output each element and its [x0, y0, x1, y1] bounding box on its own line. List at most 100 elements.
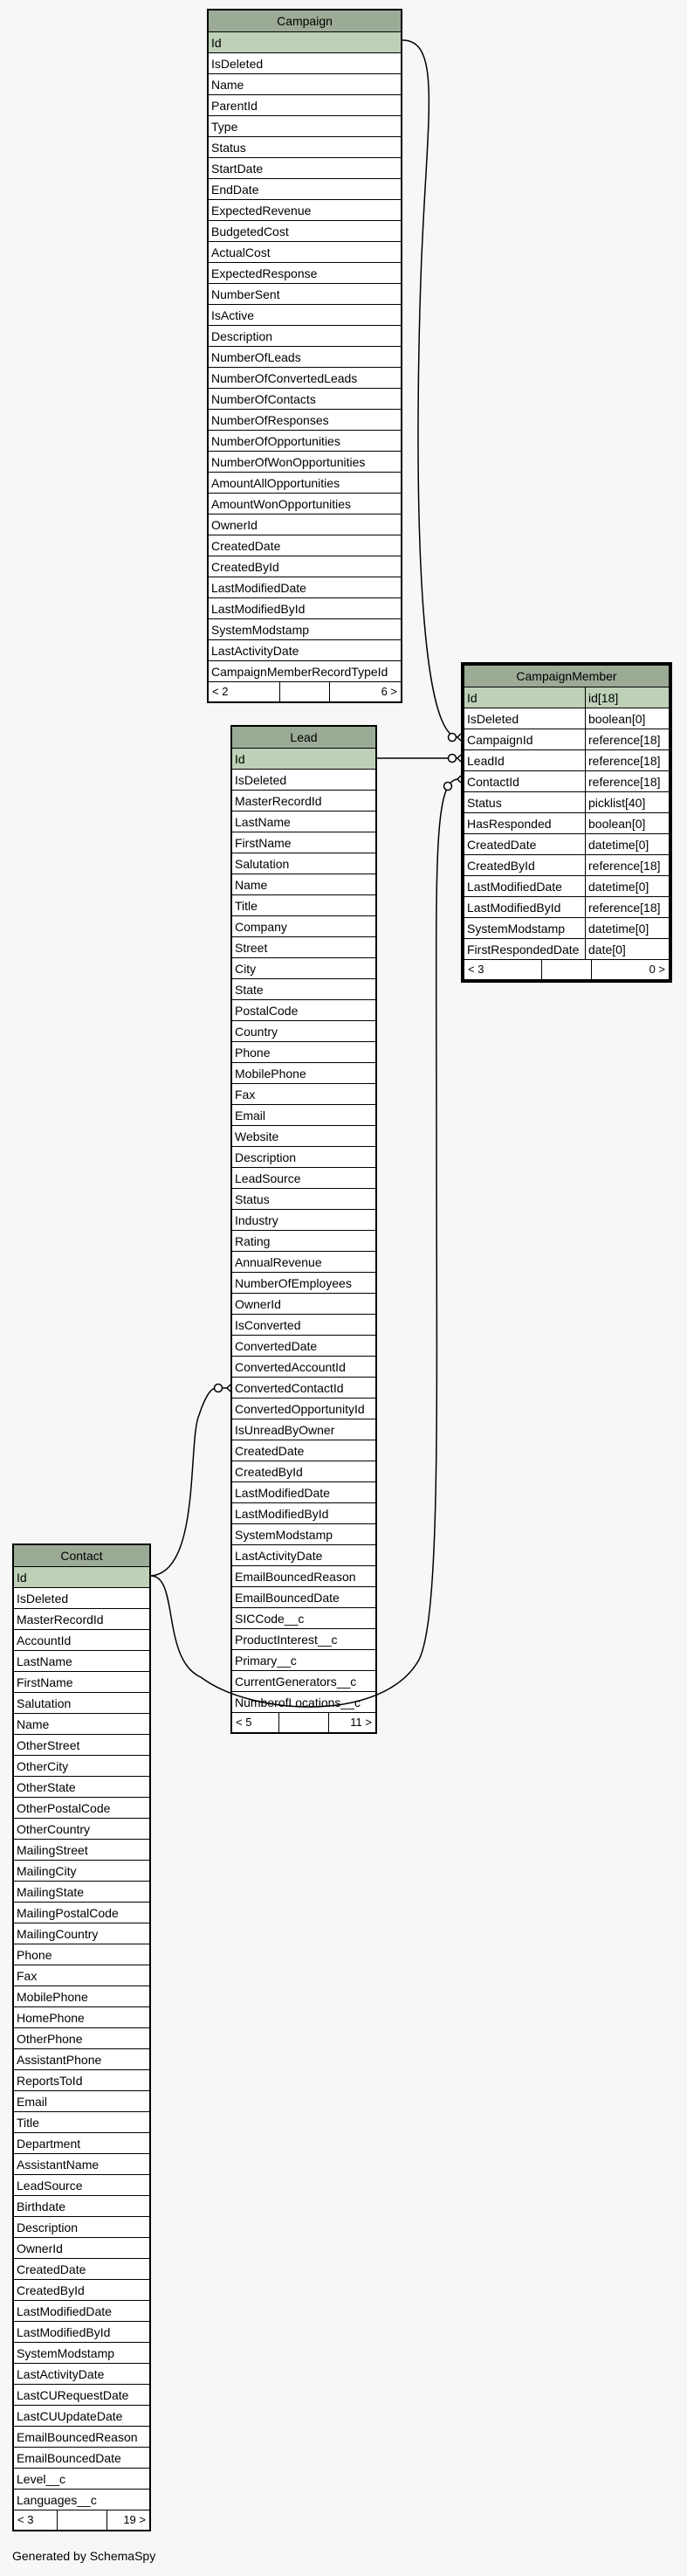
column-row[interactable]: CreatedById — [14, 2280, 149, 2301]
column-row[interactable]: NumberOfWonOpportunities — [209, 452, 401, 473]
column-row[interactable]: LastActivityDate — [14, 2364, 149, 2385]
column-row[interactable]: MailingCountry — [14, 1923, 149, 1944]
column-row[interactable]: Description — [232, 1147, 375, 1168]
column-row[interactable]: Description — [209, 326, 401, 347]
column-row[interactable]: Email — [14, 2091, 149, 2112]
column-row[interactable]: MailingStreet — [14, 1840, 149, 1861]
column-row[interactable]: EmailBouncedDate — [14, 2448, 149, 2469]
column-row[interactable]: MobilePhone — [14, 1986, 149, 2007]
column-row[interactable]: ExpectedResponse — [209, 263, 401, 284]
column-row[interactable]: CampaignMemberRecordTypeId — [209, 661, 401, 682]
column-row[interactable]: LeadSource — [14, 2175, 149, 2196]
column-row[interactable]: OtherStreet — [14, 1735, 149, 1756]
column-row[interactable]: NumberOfOpportunities — [209, 431, 401, 452]
column-row[interactable]: AmountAllOpportunities — [209, 473, 401, 494]
column-row[interactable]: NumberSent — [209, 284, 401, 305]
column-row[interactable]: Industry — [232, 1210, 375, 1231]
column-row[interactable]: LeadSource — [232, 1168, 375, 1189]
column-row[interactable]: OtherPostalCode — [14, 1798, 149, 1819]
column-row[interactable]: AccountId — [14, 1630, 149, 1651]
parent-count-link[interactable]: < 2 — [212, 685, 229, 698]
column-row[interactable]: FirstName — [232, 832, 375, 853]
child-count-link[interactable]: 0 > — [649, 963, 665, 976]
column-row[interactable]: Status — [232, 1189, 375, 1210]
column-row[interactable]: Languages__c — [14, 2490, 149, 2510]
column-row[interactable]: AssistantPhone — [14, 2049, 149, 2070]
column-row[interactable]: FirstName — [14, 1672, 149, 1693]
column-row[interactable]: Phone — [14, 1944, 149, 1965]
column-row[interactable]: Id — [14, 1567, 149, 1588]
column-row[interactable]: CreatedDate — [209, 535, 401, 556]
column-row[interactable]: OtherPhone — [14, 2028, 149, 2049]
column-row[interactable]: OwnerId — [232, 1294, 375, 1315]
column-row[interactable]: LastModifiedById — [232, 1503, 375, 1524]
column-row[interactable]: IsConverted — [232, 1315, 375, 1336]
child-count-link[interactable]: 6 > — [381, 685, 397, 698]
column-row[interactable]: OwnerId — [14, 2238, 149, 2259]
column-row[interactable]: LastActivityDate — [232, 1545, 375, 1566]
child-count-link[interactable]: 11 > — [350, 1716, 372, 1729]
column-row[interactable]: MailingState — [14, 1882, 149, 1903]
column-row[interactable]: LastCURequestDate — [14, 2385, 149, 2406]
column-row[interactable]: EmailBouncedDate — [232, 1587, 375, 1608]
column-row[interactable]: EndDate — [209, 179, 401, 200]
column-row[interactable]: EmailBouncedReason — [14, 2427, 149, 2448]
column-row[interactable]: Phone — [232, 1042, 375, 1063]
column-row[interactable]: MasterRecordId — [232, 791, 375, 811]
child-count-link[interactable]: 19 > — [123, 2513, 146, 2526]
column-row[interactable]: OtherCity — [14, 1756, 149, 1777]
column-row[interactable]: AmountWonOpportunities — [209, 494, 401, 515]
column-row[interactable]: NumberOfContacts — [209, 389, 401, 410]
column-row[interactable]: MasterRecordId — [14, 1609, 149, 1630]
column-row[interactable]: Id — [209, 32, 401, 53]
column-row[interactable]: OtherCountry — [14, 1819, 149, 1840]
column-row[interactable]: CreatedById — [209, 556, 401, 577]
parent-count-link[interactable]: < 3 — [17, 2513, 34, 2526]
column-row[interactable]: Birthdate — [14, 2196, 149, 2217]
column-row[interactable]: SystemModstamp — [209, 619, 401, 640]
column-row[interactable]: CreatedDate — [232, 1440, 375, 1461]
column-row[interactable]: State — [232, 979, 375, 1000]
column-row[interactable]: NumberOfResponses — [209, 410, 401, 431]
column-row[interactable]: Street — [232, 937, 375, 958]
column-row[interactable]: MailingCity — [14, 1861, 149, 1882]
column-row[interactable]: ExpectedRevenue — [209, 200, 401, 221]
column-row[interactable]: ParentId — [209, 95, 401, 116]
column-row[interactable]: NumberOfLeads — [209, 347, 401, 368]
column-row[interactable]: Department — [14, 2133, 149, 2154]
column-row[interactable]: SICCode__c — [232, 1608, 375, 1629]
column-row[interactable]: LastActivityDate — [209, 640, 401, 661]
column-row[interactable]: StartDate — [209, 158, 401, 179]
column-row[interactable]: IsDeleted — [232, 770, 375, 791]
column-row[interactable]: Rating — [232, 1231, 375, 1252]
column-row[interactable]: LastModifiedById — [14, 2322, 149, 2343]
column-row[interactable]: Name — [232, 874, 375, 895]
column-row[interactable]: ConvertedAccountId — [232, 1357, 375, 1378]
column-row[interactable]: BudgetedCost — [209, 221, 401, 242]
column-row[interactable]: AssistantName — [14, 2154, 149, 2175]
column-row[interactable]: PostalCode — [232, 1000, 375, 1021]
column-row[interactable]: Salutation — [14, 1693, 149, 1714]
parent-count-link[interactable]: < 5 — [236, 1716, 252, 1729]
column-row[interactable]: LastModifiedDate — [209, 577, 401, 598]
column-row[interactable]: CreatedById — [232, 1461, 375, 1482]
column-row[interactable]: IsDeleted — [14, 1588, 149, 1609]
column-row[interactable]: Email — [232, 1105, 375, 1126]
column-row[interactable]: LastName — [232, 811, 375, 832]
column-row[interactable]: Fax — [14, 1965, 149, 1986]
column-row[interactable]: ProductInterest__c — [232, 1629, 375, 1650]
column-row[interactable]: Level__c — [14, 2469, 149, 2490]
column-row[interactable]: EmailBouncedReason — [232, 1566, 375, 1587]
column-row[interactable]: Type — [209, 116, 401, 137]
column-row[interactable]: OwnerId — [209, 515, 401, 535]
column-row[interactable]: Country — [232, 1021, 375, 1042]
column-row[interactable]: NumberOfEmployees — [232, 1273, 375, 1294]
column-row[interactable]: ActualCost — [209, 242, 401, 263]
